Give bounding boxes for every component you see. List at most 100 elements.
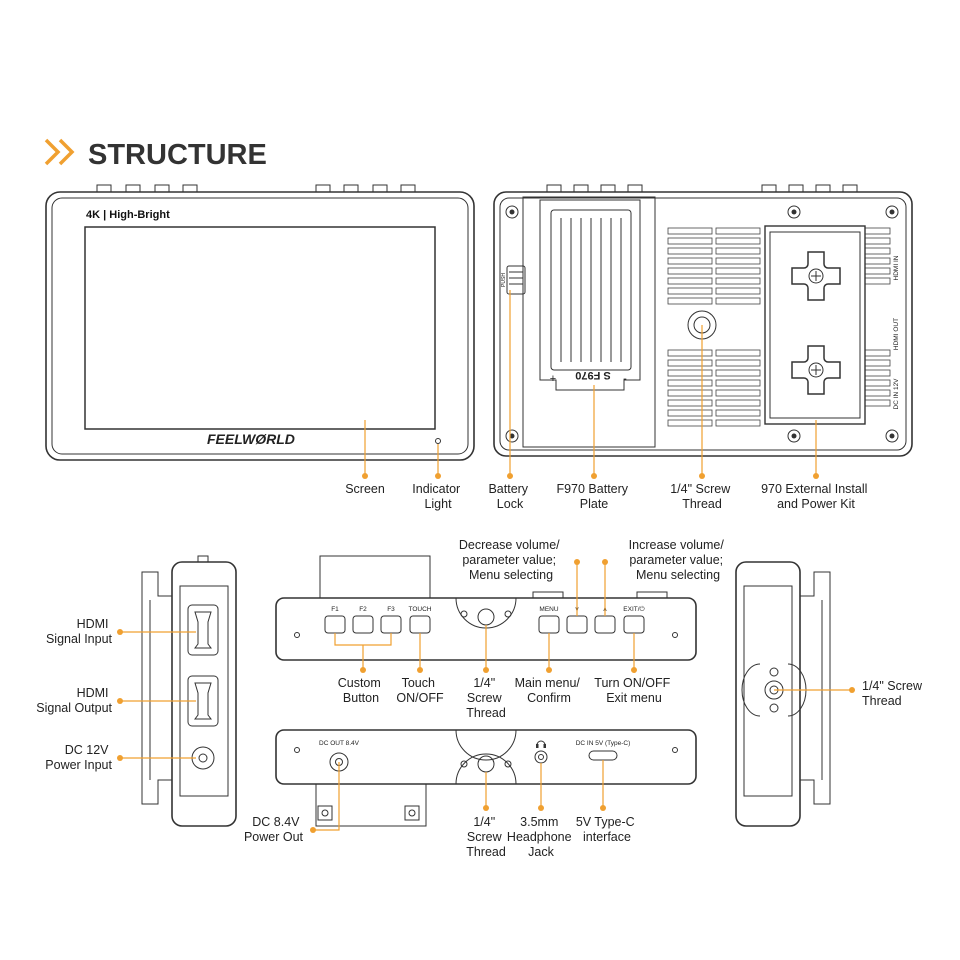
- f3-label: F3: [387, 606, 395, 613]
- label-decrease-3: Menu selecting: [469, 568, 553, 582]
- label-indicator-1: Indicator: [412, 482, 460, 496]
- label-kit-970-2: and Power Kit: [777, 497, 855, 511]
- label-main-menu: Main menu/ Confirm: [515, 676, 584, 705]
- label-screw-right: 1/4" Screw Thread: [862, 679, 926, 708]
- label-main-menu-1: Main menu/: [515, 676, 581, 690]
- f2-label: F2: [359, 606, 367, 613]
- headphone-icon: [536, 740, 546, 748]
- plate-minus: -: [623, 373, 627, 385]
- exit-label: EXIT/⏻: [623, 606, 644, 613]
- label-f970-plate-1: F970 Battery: [556, 482, 628, 496]
- f1-label: F1: [331, 606, 339, 613]
- front-view: 4K | High-Bright FEELWØRLD: [45, 184, 475, 461]
- label-screw-top-3: Thread: [466, 706, 506, 720]
- back-port-hdmi-in: HDMI IN: [893, 255, 900, 280]
- leader-lines: [117, 290, 855, 833]
- label-screw-back: 1/4" Screw Thread: [670, 482, 734, 511]
- back-view: S F970 + - PUSH: [493, 184, 913, 457]
- label-f970-plate: F970 Battery Plate: [556, 482, 631, 511]
- label-hdmi-in: HDMI Signal Input: [46, 617, 113, 646]
- label-decrease-2: parameter value;: [462, 553, 556, 567]
- label-main-menu-2: Confirm: [527, 691, 571, 705]
- label-indicator-2: Light: [424, 497, 452, 511]
- label-typec-2: interface: [583, 830, 631, 844]
- label-touch-1: Touch: [402, 676, 435, 690]
- right-side-view: [735, 561, 831, 827]
- label-increase-3: Menu selecting: [636, 568, 720, 582]
- plate-model: S F970: [575, 369, 610, 381]
- label-custom-1: Custom: [338, 676, 381, 690]
- label-turn-on: Turn ON/OFF Exit menu: [594, 676, 673, 705]
- dc-in-label: DC IN 5V (Type-C): [576, 740, 631, 747]
- label-headphone: 3.5mm Headphone Jack: [507, 815, 575, 859]
- label-decrease-1: Decrease volume/: [459, 538, 560, 552]
- plate-plus: +: [550, 373, 556, 385]
- label-battery-lock-2: Lock: [497, 497, 524, 511]
- dc-out-label: DC OUT 8.4V: [319, 740, 360, 747]
- push-label: PUSH: [501, 273, 507, 287]
- label-screw-bottom-2: Screw: [467, 830, 503, 844]
- screen-display: [84, 226, 436, 430]
- label-hdmi-in-2: Signal Input: [46, 632, 113, 646]
- vent-slats: [667, 227, 891, 427]
- label-screw-back-2: Thread: [682, 497, 722, 511]
- label-typec: 5V Type-C interface: [576, 815, 638, 844]
- touch-label: TOUCH: [409, 606, 432, 613]
- label-hdmi-out-2: Signal Output: [36, 701, 112, 715]
- label-typec-1: 5V Type-C: [576, 815, 635, 829]
- label-touch: Touch ON/OFF: [396, 676, 444, 705]
- label-dc84-2: Power Out: [244, 830, 304, 844]
- label-screw-right-1: 1/4" Screw: [862, 679, 923, 693]
- f970-battery-plate: S F970 + -: [522, 196, 656, 448]
- double-chevron-right-icon: [44, 138, 75, 166]
- label-indicator: Indicator Light: [412, 482, 463, 511]
- front-badge: 4K | High-Bright: [86, 209, 170, 221]
- back-port-hdmi-out: HDMI OUT: [893, 318, 900, 350]
- label-headphone-1: 3.5mm: [520, 815, 558, 829]
- label-screw-bottom-1: 1/4": [473, 815, 495, 829]
- label-kit-970: 970 External Install and Power Kit: [761, 482, 871, 511]
- label-f970-plate-2: Plate: [580, 497, 609, 511]
- battery-lock: PUSH: [501, 265, 526, 295]
- label-increase: Increase volume/ parameter value; Menu s…: [629, 538, 728, 582]
- label-increase-1: Increase volume/: [629, 538, 725, 552]
- label-screw-top-1: 1/4": [473, 676, 495, 690]
- label-dc12-2: Power Input: [45, 758, 112, 772]
- left-side-view: [141, 555, 237, 827]
- indicator-light: [435, 438, 441, 444]
- label-hdmi-out-1: HDMI: [77, 686, 109, 700]
- label-screw-top-2: Screw: [467, 691, 503, 705]
- label-decrease: Decrease volume/ parameter value; Menu s…: [459, 538, 563, 582]
- hdmi-in-port: [187, 604, 219, 656]
- page-title: STRUCTURE: [88, 139, 267, 171]
- label-screw-bottom-3: Thread: [466, 845, 506, 859]
- label-dc84: DC 8.4V Power Out: [244, 815, 304, 844]
- label-custom-2: Button: [343, 691, 379, 705]
- label-touch-2: ON/OFF: [396, 691, 444, 705]
- label-dc84-1: DC 8.4V: [252, 815, 300, 829]
- label-screen-1: Screen: [345, 482, 385, 496]
- label-increase-2: parameter value;: [629, 553, 723, 567]
- brand-logo: FEELWØRLD: [207, 431, 295, 447]
- label-screw-top: 1/4" Screw Thread: [466, 676, 506, 720]
- label-screw-bottom: 1/4" Screw Thread: [466, 815, 506, 859]
- label-headphone-2: Headphone: [507, 830, 572, 844]
- label-custom: Custom Button: [338, 676, 385, 705]
- label-hdmi-out: HDMI Signal Output: [36, 686, 112, 715]
- label-hdmi-in-1: HDMI: [77, 617, 109, 631]
- hdmi-out-port: [187, 675, 219, 727]
- label-screw-back-1: 1/4" Screw: [670, 482, 731, 496]
- back-port-dc: DC IN 12V: [893, 378, 900, 410]
- label-screw-right-2: Thread: [862, 694, 902, 708]
- label-turn-on-2: Exit menu: [606, 691, 662, 705]
- label-battery-lock: Battery Lock: [488, 482, 531, 511]
- f2-button[interactable]: [352, 615, 374, 634]
- menu-label: MENU: [539, 606, 558, 613]
- bottom-side-view: DC OUT 8.4V DC IN 5V (Type-C): [275, 729, 697, 827]
- label-battery-lock-1: Battery: [488, 482, 528, 496]
- label-screen: Screen: [345, 482, 385, 496]
- label-dc12-1: DC 12V: [65, 743, 109, 757]
- label-headphone-3: Jack: [528, 845, 554, 859]
- label-kit-970-1: 970 External Install: [761, 482, 867, 496]
